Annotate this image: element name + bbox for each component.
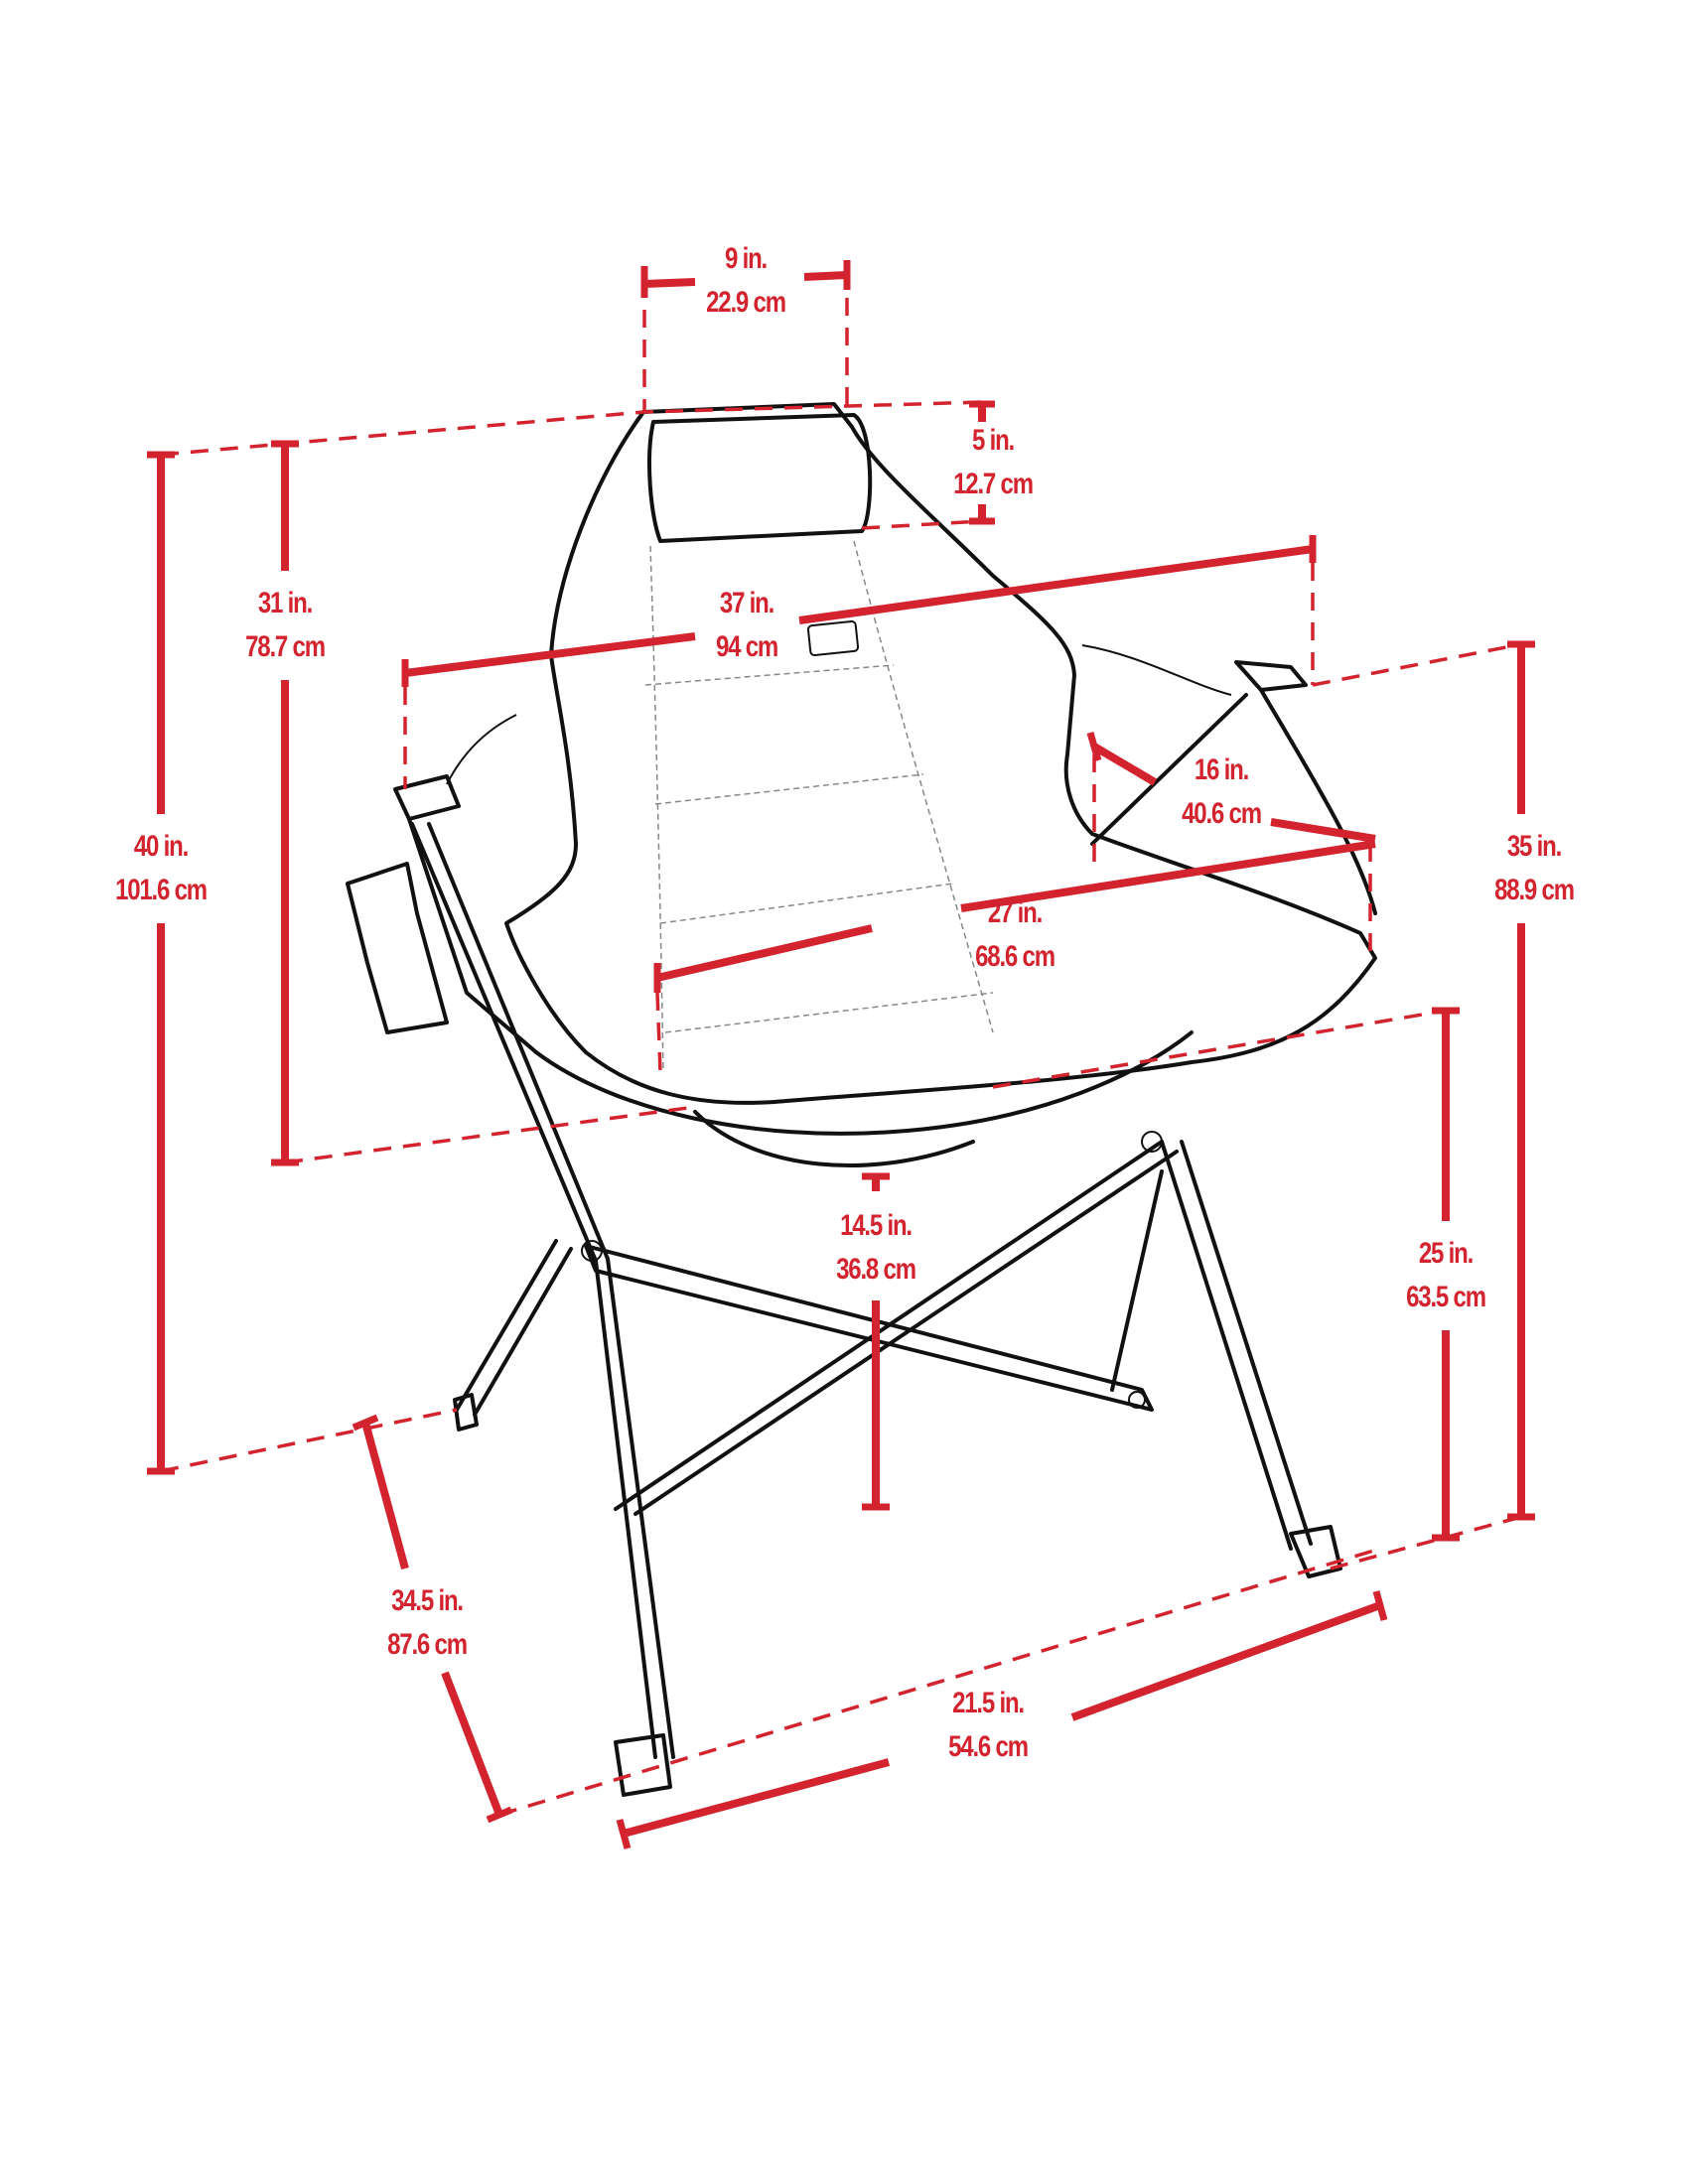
label-inch: 21.5 in. bbox=[952, 1687, 1025, 1719]
label-inch: 25 in. bbox=[1418, 1237, 1474, 1270]
label-headrest-width: 9 in. 22.9 cm bbox=[706, 237, 786, 325]
label-cm: 78.7 cm bbox=[245, 630, 326, 663]
label-seat-width: 27 in. 68.6 cm bbox=[975, 891, 1055, 979]
label-inch: 5 in. bbox=[971, 424, 1015, 457]
chair-outline bbox=[346, 402, 1377, 1797]
label-cm: 63.5 cm bbox=[1406, 1281, 1486, 1313]
label-cm: 12.7 cm bbox=[953, 468, 1034, 500]
label-overall-height: 40 in. 101.6 cm bbox=[115, 825, 208, 912]
label-inch: 35 in. bbox=[1506, 830, 1562, 863]
label-base-width: 21.5 in. 54.6 cm bbox=[948, 1682, 1029, 1769]
label-inch: 34.5 in. bbox=[391, 1584, 464, 1617]
label-overall-width: 37 in. 94 cm bbox=[715, 582, 778, 669]
label-armrest-depth: 16 in. 40.6 cm bbox=[1182, 749, 1262, 836]
label-inch: 37 in. bbox=[719, 587, 774, 619]
label-armrest-height: 35 in. 88.9 cm bbox=[1494, 825, 1575, 912]
label-cm: 36.8 cm bbox=[836, 1253, 916, 1286]
label-cm: 40.6 cm bbox=[1182, 797, 1262, 830]
label-inch: 40 in. bbox=[133, 830, 189, 863]
label-inch: 16 in. bbox=[1194, 753, 1249, 786]
label-cm: 68.6 cm bbox=[975, 940, 1055, 973]
label-inch: 9 in. bbox=[724, 242, 768, 275]
label-ground-clearance: 14.5 in. 36.8 cm bbox=[836, 1204, 916, 1292]
label-cm: 88.9 cm bbox=[1494, 874, 1575, 906]
label-inch: 31 in. bbox=[257, 587, 313, 619]
label-back-height: 31 in. 78.7 cm bbox=[245, 582, 326, 669]
label-cm: 94 cm bbox=[715, 630, 778, 663]
label-cm: 87.6 cm bbox=[387, 1628, 468, 1661]
label-overall-depth: 34.5 in. 87.6 cm bbox=[387, 1579, 468, 1667]
label-headrest-height: 5 in. 12.7 cm bbox=[953, 419, 1034, 506]
label-cm: 22.9 cm bbox=[706, 286, 786, 319]
dimension-lines bbox=[147, 260, 1535, 1849]
label-inch: 27 in. bbox=[987, 896, 1043, 929]
label-seat-height: 25 in. 63.5 cm bbox=[1406, 1232, 1486, 1319]
label-inch: 14.5 in. bbox=[840, 1209, 913, 1242]
label-cm: 101.6 cm bbox=[115, 874, 208, 906]
label-cm: 54.6 cm bbox=[948, 1730, 1029, 1763]
